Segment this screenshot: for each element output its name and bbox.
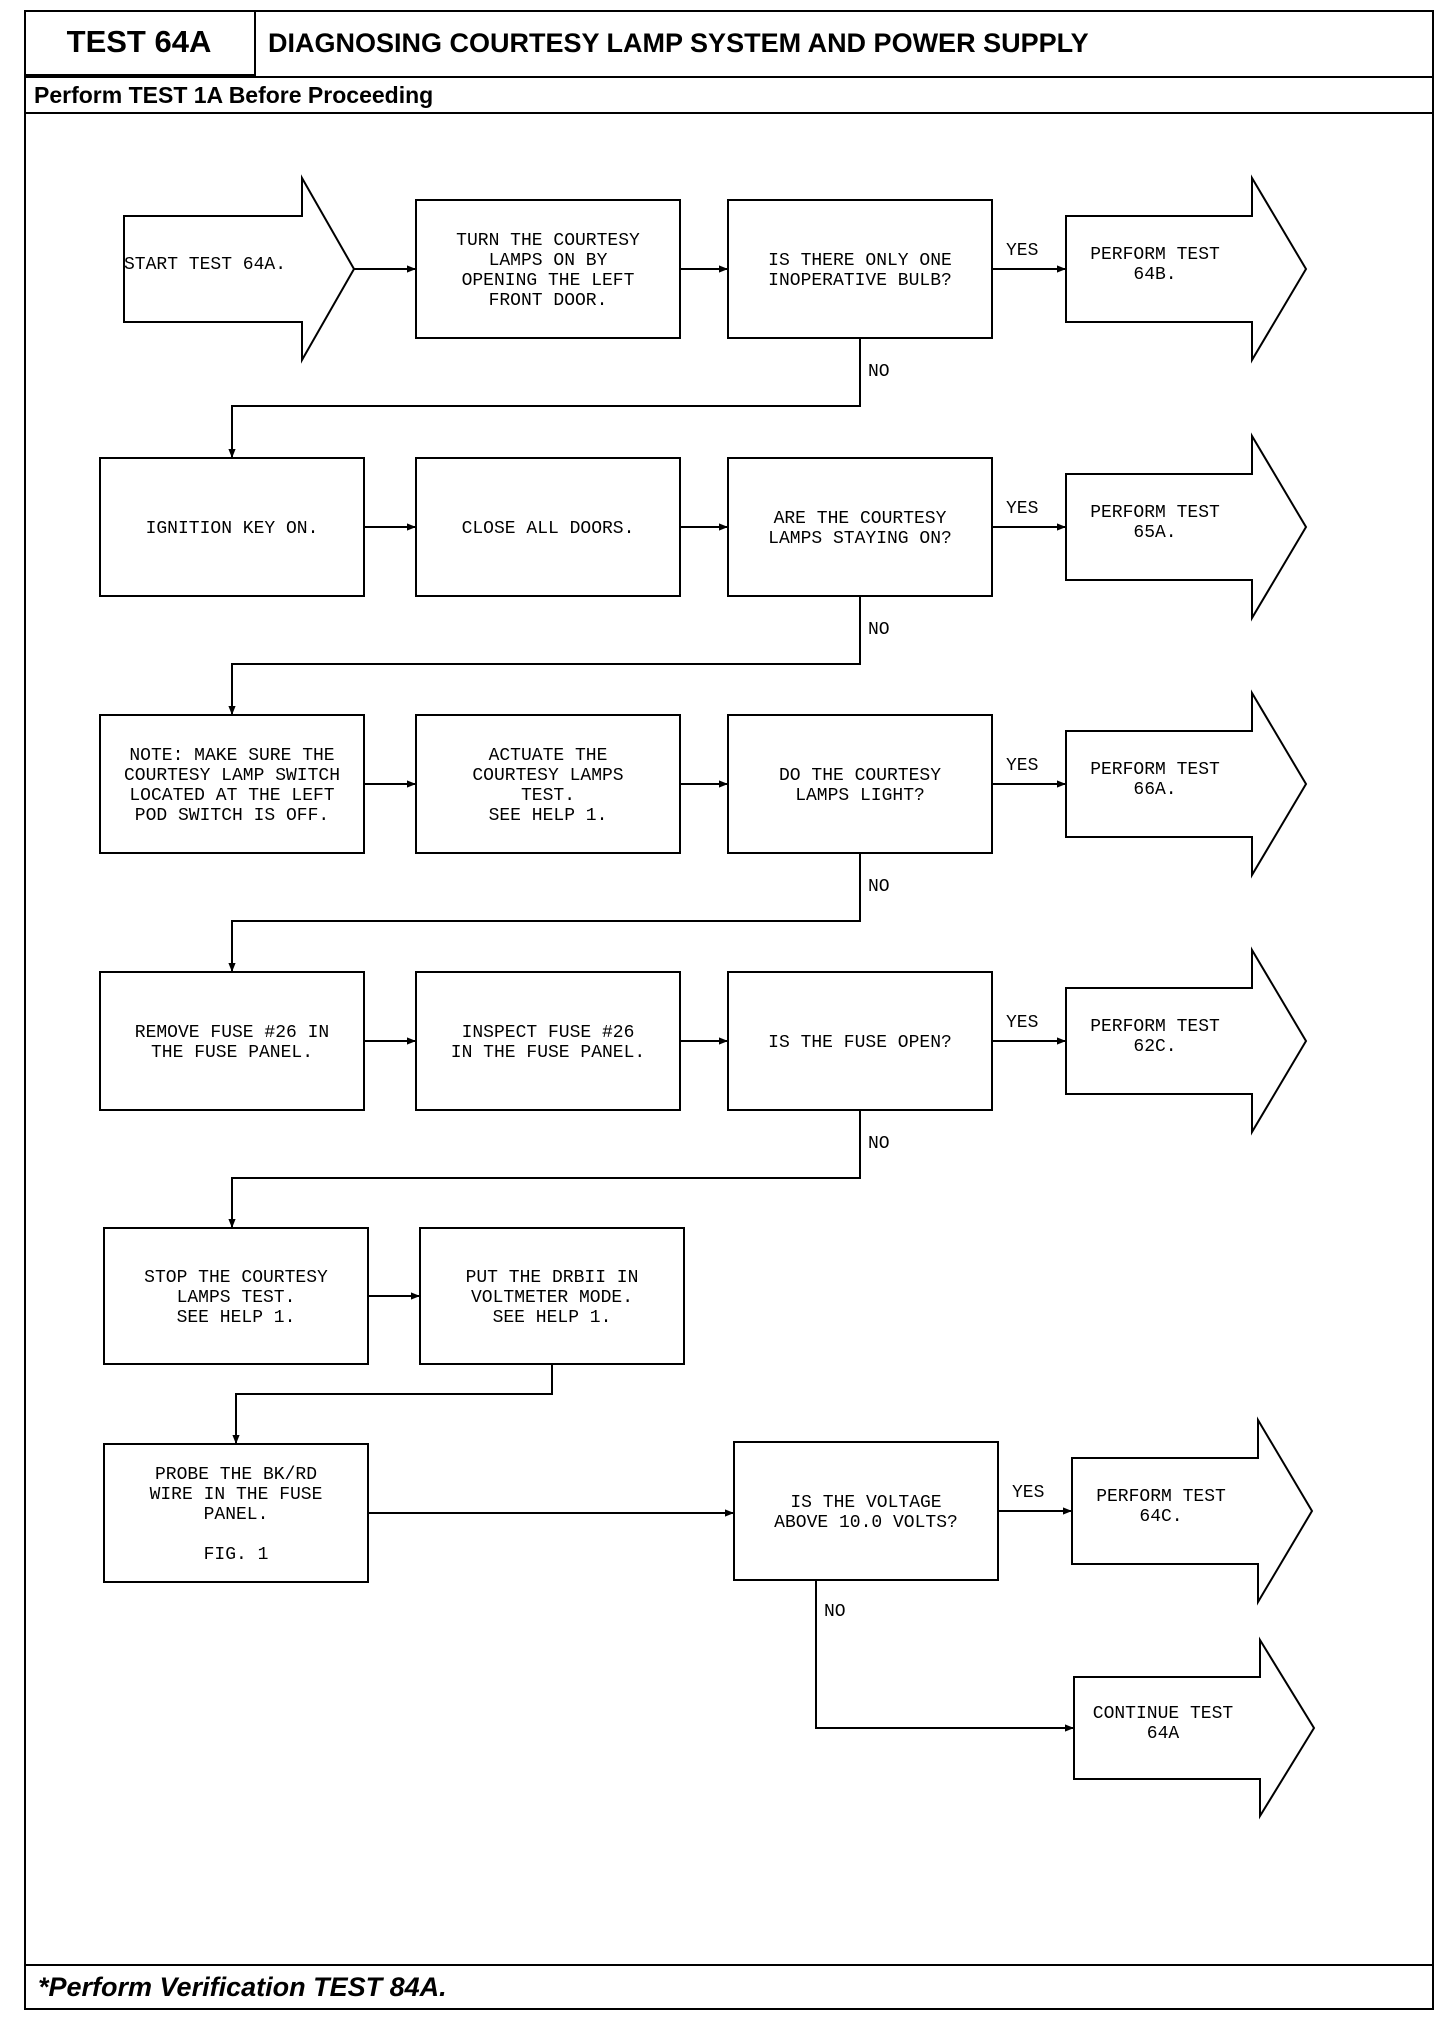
r_continue-arrow-shape <box>1073 1636 1316 1820</box>
start-text: START TEST 64A. <box>124 255 286 275</box>
q_light-box <box>727 714 993 854</box>
r_64b-arrow-shape <box>1065 174 1308 364</box>
r_65a-arrow-shape <box>1065 432 1308 622</box>
q_fuse_open-text: IS THE FUSE OPEN? <box>768 1033 952 1053</box>
q_fuse_open-yes-label: YES <box>1006 1013 1038 1033</box>
q_staying_on-no-label: NO <box>868 620 890 640</box>
q_one_bulb-no-connector <box>228 338 861 458</box>
test-prerequisite: Perform TEST 1A Before Proceeding <box>34 81 434 108</box>
q_voltage-box <box>733 1441 999 1581</box>
stop_test-box <box>103 1227 369 1365</box>
r_64c-arrow-shape <box>1071 1416 1314 1606</box>
test-id: TEST 64A <box>24 10 256 76</box>
q_staying_on-yes-label: YES <box>1006 499 1038 519</box>
voltmeter-to-probe-connector <box>232 1364 553 1444</box>
q_light-no-connector <box>228 853 861 972</box>
inspect_fuse-box <box>415 971 681 1111</box>
q_fuse_open-no-label: NO <box>868 1134 890 1154</box>
q_light-yes-label: YES <box>1006 756 1038 776</box>
ign_on-box <box>99 457 365 597</box>
page-frame <box>24 10 1434 2010</box>
header-divider <box>24 76 1434 78</box>
start-arrow-shape <box>123 174 356 364</box>
q-voltage-no-connector <box>815 1580 1074 1732</box>
close_doors-box <box>415 457 681 597</box>
verification-note: *Perform Verification TEST 84A. <box>38 1971 447 2002</box>
q_one_bulb-box <box>727 199 993 339</box>
actuate-box <box>415 714 681 854</box>
q_fuse_open-box <box>727 971 993 1111</box>
q-voltage-yes-label: YES <box>1012 1483 1044 1503</box>
r_66a-arrow-shape <box>1065 689 1308 879</box>
footer-divider <box>24 1964 1434 1966</box>
turn_on-box <box>415 199 681 339</box>
probe-box <box>103 1443 369 1583</box>
q_fuse_open-no-connector <box>228 1110 861 1228</box>
close_doors-text: CLOSE ALL DOORS. <box>462 519 635 539</box>
q-voltage-no-label: NO <box>824 1602 846 1622</box>
remove_fuse-box <box>99 971 365 1111</box>
ign_on-text: IGNITION KEY ON. <box>146 519 319 539</box>
note_switch-box <box>99 714 365 854</box>
test-title: DIAGNOSING COURTESY LAMP SYSTEM AND POWE… <box>268 27 1089 58</box>
voltmeter-box <box>419 1227 685 1365</box>
q_one_bulb-yes-label: YES <box>1006 241 1038 261</box>
r_62c-arrow-shape <box>1065 946 1308 1136</box>
q_one_bulb-no-label: NO <box>868 362 890 382</box>
q_staying_on-box <box>727 457 993 597</box>
q_staying_on-no-connector <box>228 596 861 715</box>
header-divider-2 <box>24 112 1434 114</box>
q_light-no-label: NO <box>868 877 890 897</box>
